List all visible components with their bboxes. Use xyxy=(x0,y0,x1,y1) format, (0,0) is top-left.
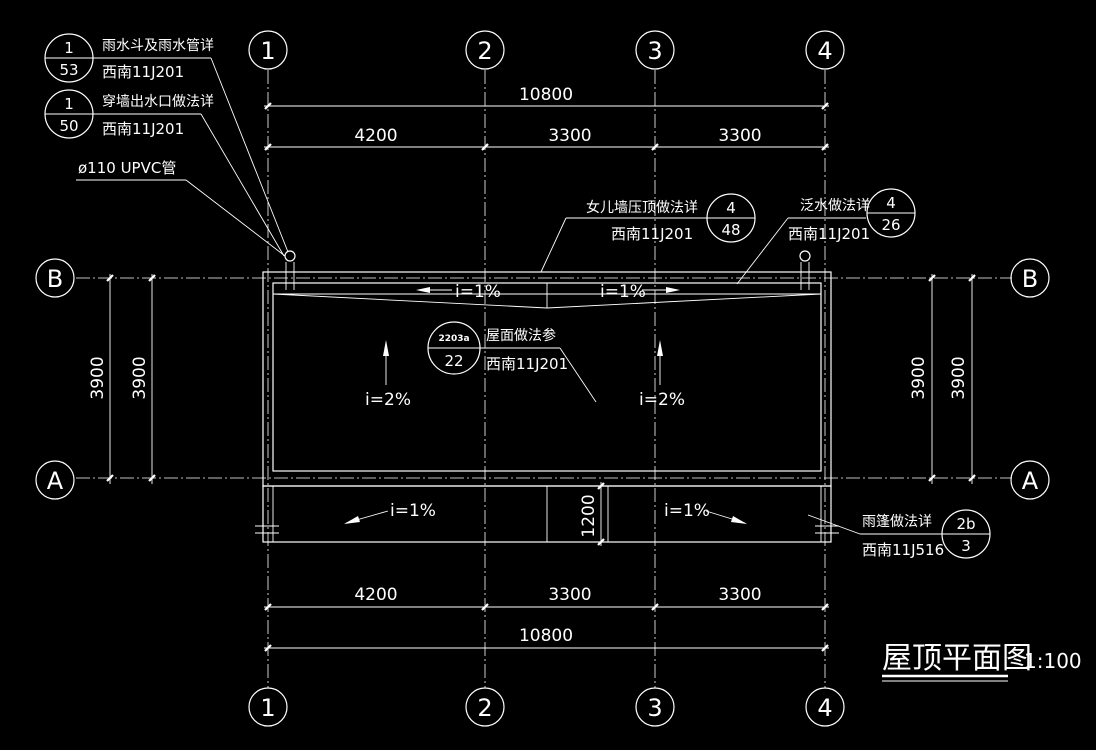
rain-pipes xyxy=(284,250,811,290)
dim-left-inner: 3900 xyxy=(130,356,150,399)
callout-parapet-atlas: 西南11J201 xyxy=(611,225,693,243)
dim-bottom-total: 10800 xyxy=(519,626,573,646)
callout-canopy-atlas: 西南11J516 xyxy=(862,541,944,559)
slope-gutter-left: i=1% xyxy=(455,282,501,302)
svg-text:53: 53 xyxy=(59,61,78,79)
svg-text:22: 22 xyxy=(444,352,463,370)
dim-bottom-span-1: 4200 xyxy=(354,585,397,605)
axis-label-4-bottom: 4 xyxy=(817,694,832,722)
rain-pipe-left-icon xyxy=(284,250,296,262)
axis-label-a-left: A xyxy=(47,467,64,495)
callout-roof-label: 屋面做法参 xyxy=(486,327,556,344)
svg-text:1: 1 xyxy=(64,95,74,113)
dimensions-right: 3900 3900 xyxy=(909,274,976,484)
dim-bottom-span-2: 3300 xyxy=(548,585,591,605)
axis-label-a-right: A xyxy=(1022,467,1039,495)
callout-roof-atlas: 西南11J201 xyxy=(486,355,568,373)
svg-text:3: 3 xyxy=(961,537,971,555)
svg-text:1: 1 xyxy=(64,39,74,57)
callout-roof: 2203a 22 屋面做法参 西南11J201 xyxy=(427,321,597,403)
slope-canopy-left: i=1% xyxy=(390,501,436,521)
axis-label-2-bottom: 2 xyxy=(477,694,492,722)
slope-roof-left: i=2% xyxy=(365,390,411,410)
dim-bottom-span-3: 3300 xyxy=(718,585,761,605)
svg-text:50: 50 xyxy=(59,117,78,135)
svg-text:48: 48 xyxy=(721,221,740,239)
axis-label-b-right: B xyxy=(1022,265,1038,293)
svg-text:2b: 2b xyxy=(956,515,975,533)
axis-bubbles-bottom: 1 2 3 4 xyxy=(248,687,845,727)
slope-gutter-right: i=1% xyxy=(600,282,646,302)
roof-outline xyxy=(255,271,839,543)
callout-pipe-label: ø110 UPVC管 xyxy=(78,159,176,177)
dim-top-total: 10800 xyxy=(519,85,573,105)
drawing-title-scale: 1:100 xyxy=(1024,649,1082,673)
callout-outlet: 1 50 穿墙出水口做法详 西南11J201 xyxy=(44,89,285,257)
callout-flashing-atlas: 西南11J201 xyxy=(788,225,870,243)
slope-roof-right: i=2% xyxy=(639,390,685,410)
callout-parapet: 女儿墙压顶做法详 西南11J201 4 48 xyxy=(540,193,756,273)
dim-left-outer: 3900 xyxy=(88,356,108,399)
slope-canopy-right: i=1% xyxy=(664,501,710,521)
slope-markers: i=1% i=1% i=2% i=2% i=1% i=1% 1200 xyxy=(344,282,747,546)
callout-canopy: 雨篷做法详 西南11J516 2b 3 xyxy=(807,509,991,559)
dim-top-span-3: 3300 xyxy=(718,126,761,146)
axis-label-4-top: 4 xyxy=(817,37,832,65)
drawing-title-name: 屋顶平面图 xyxy=(882,641,1032,676)
dim-top-span-1: 4200 xyxy=(354,126,397,146)
rain-pipe-right-icon xyxy=(799,250,811,262)
axis-label-3-top: 3 xyxy=(647,37,662,65)
dimensions-top: 10800 4200 3300 3300 xyxy=(264,85,829,151)
callout-rain-hopper: 1 53 雨水斗及雨水管详 西南11J201 xyxy=(44,33,289,253)
callout-flashing-label: 泛水做法详 xyxy=(800,198,870,214)
axis-label-3-bottom: 3 xyxy=(647,694,662,722)
dim-right-inner: 3900 xyxy=(949,356,969,399)
dim-canopy-depth: 1200 xyxy=(579,494,599,537)
svg-text:4: 4 xyxy=(726,199,736,217)
callout-rain-hopper-label: 雨水斗及雨水管详 xyxy=(102,38,214,54)
callout-outlet-label: 穿墙出水口做法详 xyxy=(102,94,214,110)
axis-bubbles-top: 1 2 3 4 xyxy=(248,30,845,70)
drawing-title: 屋顶平面图 1:100 xyxy=(882,641,1082,682)
svg-text:4: 4 xyxy=(886,194,896,212)
callout-parapet-label: 女儿墙压顶做法详 xyxy=(586,199,698,216)
callout-flashing: 泛水做法详 西南11J201 4 26 xyxy=(736,188,916,285)
callout-pipe: ø110 UPVC管 xyxy=(76,159,286,257)
dim-right-outer: 3900 xyxy=(909,356,929,399)
callout-rain-hopper-atlas: 西南11J201 xyxy=(102,63,184,81)
axis-bubbles-side: B A B A xyxy=(35,258,1050,500)
dim-top-span-2: 3300 xyxy=(548,126,591,146)
axis-lines xyxy=(76,70,1012,688)
axis-label-1-top: 1 xyxy=(260,37,275,65)
svg-text:2203a: 2203a xyxy=(438,334,469,344)
axis-label-b-left: B xyxy=(47,265,63,293)
svg-text:26: 26 xyxy=(881,216,900,234)
callout-outlet-atlas: 西南11J201 xyxy=(102,120,184,138)
dimensions-left: 3900 3900 xyxy=(88,274,156,484)
callout-canopy-label: 雨篷做法详 xyxy=(862,514,932,530)
dimensions-bottom: 4200 3300 3300 10800 xyxy=(264,585,829,652)
axis-label-1-bottom: 1 xyxy=(260,694,275,722)
axis-label-2-top: 2 xyxy=(477,37,492,65)
